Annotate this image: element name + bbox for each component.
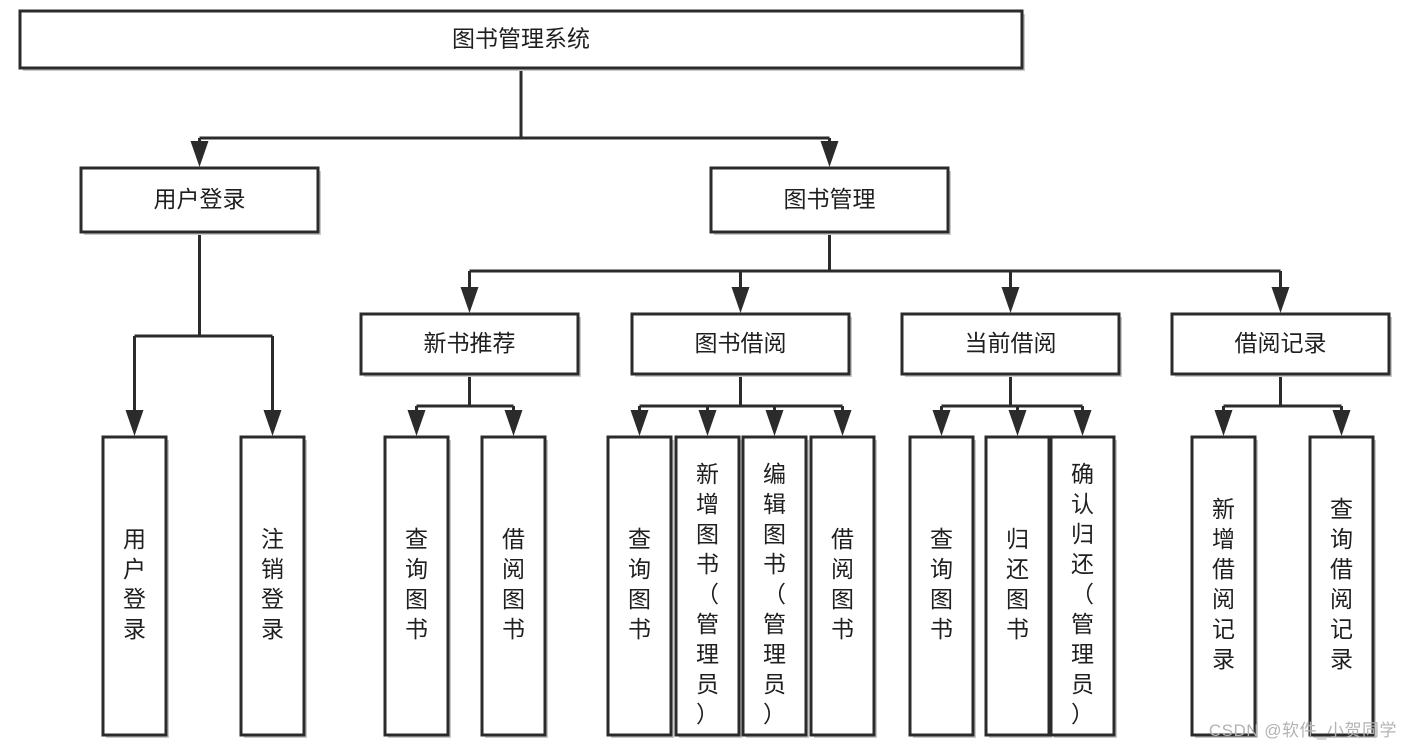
node-box[interactable] — [741, 435, 808, 737]
node-l_return_book[interactable]: 归还图书 — [984, 435, 1052, 738]
arrow-head-icon — [125, 410, 144, 436]
arrow-head-icon — [820, 141, 839, 167]
edge-group-current_borrow — [932, 374, 1092, 436]
edge-group-root — [190, 68, 839, 167]
arrow-head-icon — [731, 287, 750, 313]
node-new_book_rec[interactable]: 新书推荐 — [359, 312, 581, 377]
node-leaf_user_login[interactable]: 用户登录 — [101, 435, 169, 738]
node-label: 新书推荐 — [424, 330, 516, 356]
node-l_edit_book[interactable]: 编辑图书（管理员） — [741, 435, 809, 738]
node-l_query_record[interactable]: 查询借阅记录 — [1308, 435, 1376, 738]
node-box[interactable] — [101, 435, 168, 737]
node-label: 归还图书 — [1006, 526, 1029, 642]
node-label: 用户登录 — [154, 186, 246, 212]
arrow-head-icon — [630, 410, 649, 436]
node-label: 图书管理系统 — [452, 26, 590, 52]
node-label: 图书管理 — [784, 186, 876, 212]
arrow-head-icon — [1073, 410, 1092, 436]
edge-group-new_book_rec — [407, 374, 523, 436]
node-box[interactable] — [809, 435, 876, 737]
edge-group-user_login — [125, 232, 282, 436]
node-box[interactable] — [18, 9, 1024, 70]
node-box[interactable] — [606, 435, 673, 737]
node-layer: 图书管理系统用户登录图书管理新书推荐图书借阅当前借阅借阅记录用户登录注销登录查询… — [18, 9, 1392, 738]
node-root[interactable]: 图书管理系统 — [18, 9, 1025, 71]
edge-group-book_borrow — [630, 374, 852, 436]
arrow-head-icon — [263, 410, 282, 436]
node-box[interactable] — [79, 166, 320, 234]
node-box[interactable] — [383, 435, 450, 737]
node-leaf_user_logout[interactable]: 注销登录 — [239, 435, 307, 738]
node-user_login[interactable]: 用户登录 — [79, 166, 321, 235]
node-label: 借阅图书 — [831, 526, 854, 642]
arrow-head-icon — [932, 410, 951, 436]
node-label: 借阅图书 — [502, 526, 525, 642]
node-box[interactable] — [1308, 435, 1375, 737]
node-l_add_book[interactable]: 新增图书（管理员） — [674, 435, 742, 738]
node-label: 当前借阅 — [965, 330, 1057, 356]
node-label: 确认归还（管理员） — [1071, 461, 1094, 727]
node-label: 借阅记录 — [1235, 330, 1327, 356]
arrow-head-icon — [460, 287, 479, 313]
node-label: 注销登录 — [261, 526, 284, 642]
node-box[interactable] — [908, 435, 975, 737]
arrow-head-icon — [833, 410, 852, 436]
node-l_add_record[interactable]: 新增借阅记录 — [1190, 435, 1258, 738]
node-box[interactable] — [674, 435, 741, 737]
node-book_borrow[interactable]: 图书借阅 — [630, 312, 852, 377]
node-book_mgmt[interactable]: 图书管理 — [709, 166, 951, 235]
node-box[interactable] — [480, 435, 547, 737]
node-current_borrow[interactable]: 当前借阅 — [900, 312, 1122, 377]
node-label: 图书借阅 — [695, 330, 787, 356]
arrow-head-icon — [1332, 410, 1351, 436]
csdn-watermark: CSDN @软件_小贺同学 — [1208, 721, 1397, 740]
node-box[interactable] — [984, 435, 1051, 737]
arrow-head-icon — [504, 410, 523, 436]
node-label: 查询图书 — [405, 526, 428, 642]
arrow-head-icon — [1271, 287, 1290, 313]
node-box[interactable] — [1170, 312, 1391, 376]
node-label: 查询图书 — [628, 526, 651, 642]
node-box[interactable] — [709, 166, 950, 234]
connector-layer — [125, 68, 1351, 436]
node-box[interactable] — [1190, 435, 1257, 737]
node-l_query_book_2[interactable]: 查询图书 — [606, 435, 674, 738]
node-l_confirm_return[interactable]: 确认归还（管理员） — [1049, 435, 1117, 738]
arrow-head-icon — [1001, 287, 1020, 313]
node-label: 查询图书 — [930, 526, 953, 642]
arrow-head-icon — [1214, 410, 1233, 436]
arrow-head-icon — [407, 410, 426, 436]
node-box[interactable] — [630, 312, 851, 376]
arrow-head-icon — [765, 410, 784, 436]
edge-group-borrow_record — [1214, 374, 1351, 436]
arrow-head-icon — [190, 141, 209, 167]
arrow-head-icon — [1008, 410, 1027, 436]
node-label: 新增借阅记录 — [1212, 496, 1235, 672]
node-borrow_record[interactable]: 借阅记录 — [1170, 312, 1392, 377]
node-l_borrow_book_2[interactable]: 借阅图书 — [809, 435, 877, 738]
node-box[interactable] — [900, 312, 1121, 376]
node-box[interactable] — [239, 435, 306, 737]
node-label: 编辑图书（管理员） — [763, 461, 786, 727]
node-box[interactable] — [1049, 435, 1116, 737]
node-l_borrow_book_1[interactable]: 借阅图书 — [480, 435, 548, 738]
arrow-head-icon — [698, 410, 717, 436]
node-label: 查询借阅记录 — [1330, 496, 1353, 672]
node-label: 新增图书（管理员） — [696, 461, 719, 727]
node-l_query_book_3[interactable]: 查询图书 — [908, 435, 976, 738]
node-l_query_book_1[interactable]: 查询图书 — [383, 435, 451, 738]
node-label: 用户登录 — [123, 526, 146, 642]
node-box[interactable] — [359, 312, 580, 376]
edge-group-book_mgmt — [460, 232, 1290, 313]
